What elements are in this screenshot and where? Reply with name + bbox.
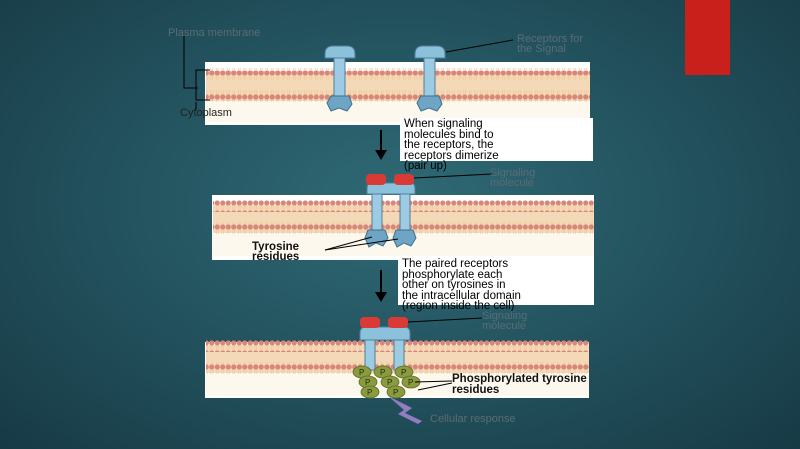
caption-line: (region inside the cell) (402, 300, 515, 312)
signaling-molecule-label-3: Signaling molecule (482, 310, 528, 332)
phosphate-labels: P P P P P P P P (359, 368, 413, 397)
signaling-molecule-label-2: Signaling molecule (490, 167, 536, 189)
receptor-1b (414, 45, 446, 112)
receptor-1a (324, 45, 356, 112)
caption-line: receptors dimerize (404, 149, 499, 162)
cytoplasm-label: Cytoplasm (180, 107, 232, 119)
accent-bar (685, 0, 730, 75)
caption-line: the intracellular domain (402, 289, 521, 302)
receptor-label: Receptors for the Signal (517, 33, 584, 55)
membrane-brace (195, 69, 210, 101)
step-arrow-1 (375, 130, 387, 160)
phosphate-cluster (352, 365, 421, 399)
phospho-pointer-line-b (417, 382, 453, 391)
plasma-membrane-label: Plasma membrane (168, 27, 261, 39)
phospho-pointer-line-a (414, 380, 453, 383)
step-arrow-2 (375, 270, 387, 302)
caption-line: (pair up) (404, 160, 447, 172)
cellular-response-arrow (388, 396, 422, 424)
step2-caption: The paired receptors phosphorylate each … (398, 258, 594, 311)
tyrosine-residues-label: Tyrosine residues (252, 241, 300, 263)
tyrosine-pointer-line-b (324, 238, 399, 251)
phosphate-label: P (365, 378, 370, 387)
tyrosine-pointer-line-a (324, 236, 373, 251)
phosphate-label: P (367, 388, 372, 397)
receptor-pointer-line (445, 39, 514, 53)
signaling-molecule-3 (360, 317, 408, 328)
caption-line: When signaling (404, 118, 483, 130)
phosphate-label: P (393, 388, 398, 397)
signaling-molecule-2 (366, 174, 414, 185)
phosphate-label: P (408, 378, 413, 387)
phosphate-label: P (401, 368, 406, 377)
signal-pointer-line-3 (407, 317, 483, 323)
step1-caption: When signaling molecules bind to the rec… (400, 118, 593, 171)
phosphate-label: P (359, 368, 364, 377)
plasma-membrane-bracket (183, 36, 198, 89)
phosphate-label: P (387, 378, 392, 387)
caption-line: other on tyrosines in (402, 279, 506, 291)
membrane-1 (206, 68, 590, 122)
cellular-response-label: Cellular response (430, 413, 516, 425)
phosphorylated-label: Phosphorylated tyrosine residues (452, 373, 587, 396)
caption-line: phosphorylate each (402, 268, 503, 281)
signal-pointer-line-2 (413, 173, 493, 179)
caption-line: molecules bind to (404, 128, 494, 141)
phosphate-label: P (380, 368, 385, 377)
caption-line: the receptors, the (404, 139, 494, 151)
caption-line: The paired receptors (402, 258, 509, 270)
